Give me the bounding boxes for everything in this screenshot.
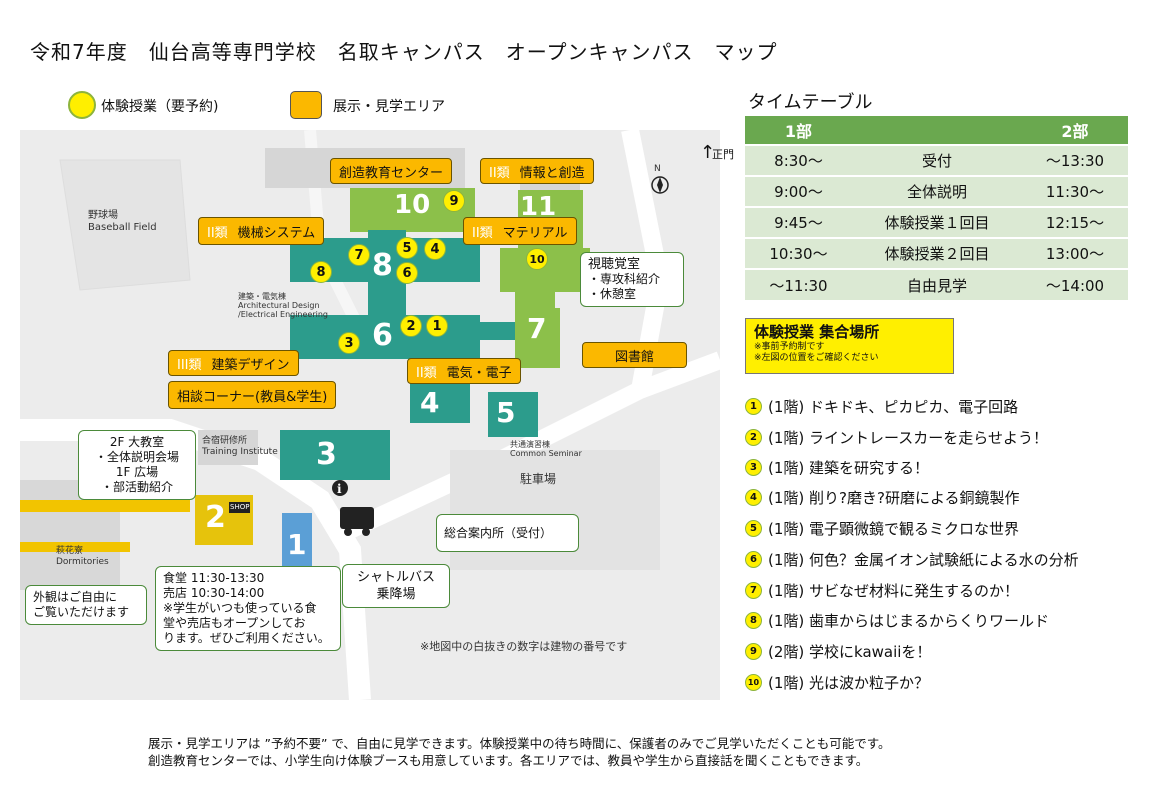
tag-library: 図書館 <box>582 342 687 368</box>
table-row: 8:30〜受付〜13:30 <box>745 144 1128 176</box>
building-number: 7 <box>527 312 547 345</box>
shop-label: SHOP <box>229 502 251 513</box>
gate-label: 正門 <box>712 148 734 161</box>
list-item: 7(1階) サビなぜ材料に発生するのか！ <box>745 580 1019 601</box>
lesson-mark-6: 6 <box>396 262 418 284</box>
tag-electrical: II類電気・電子 <box>407 358 521 384</box>
tag-mechanical: II類機械システム <box>198 217 325 245</box>
building-number: 1 <box>287 528 307 561</box>
north-label: N <box>654 164 661 174</box>
lesson-mark-5: 5 <box>396 237 418 259</box>
footer-line: 創造教育センターでは、小学生向け体験ブースも用意しています。各エリアでは、教員や… <box>148 753 869 768</box>
lesson-mark-9: 9 <box>443 190 465 212</box>
building-number: 8 <box>372 248 393 283</box>
svg-text:i: i <box>337 482 342 496</box>
lesson-mark-10: 10 <box>526 248 548 270</box>
tag-creative-center: 創造教育センター <box>330 158 453 184</box>
hall-bubble: 2F 大教室 ・全体説明会場 1F 広場 ・部活動紹介 <box>78 430 196 500</box>
building-6 <box>290 315 480 359</box>
building-number: 5 <box>496 396 516 429</box>
av-room-bubble: 視聴覚室 ・専攻科紹介 ・休憩室 <box>580 252 684 307</box>
building-3 <box>280 430 390 480</box>
timetable-title: タイムテーブル <box>748 92 873 113</box>
tag-info: II類情報と創造 <box>480 158 594 184</box>
list-item: 3(1階) 建築を研究する！ <box>745 457 929 478</box>
lesson-mark-3: 3 <box>338 332 360 354</box>
tag-material: II類マテリアル <box>463 217 577 245</box>
building-number: 3 <box>316 437 337 472</box>
building-number: 4 <box>420 386 440 419</box>
list-item: 9(2階) 学校にkawaiiを！ <box>745 641 931 662</box>
lesson-mark-2: 2 <box>400 315 422 337</box>
tag-architecture: III類建築デザイン <box>168 350 299 376</box>
list-item: 5(1階) 電子顕微鏡で観るミクロな世界 <box>745 518 1019 539</box>
list-item: 8(1階) 歯車からはじまるからくりワールド <box>745 610 1049 631</box>
lesson-mark-8: 8 <box>310 261 332 283</box>
list-item: 4(1階) 削り?磨き?研磨による銅鏡製作 <box>745 487 1020 508</box>
list-item: 2(1階) ライントレースカーを走らせよう！ <box>745 427 1048 448</box>
lesson-mark-1: 1 <box>426 315 448 337</box>
building-5 <box>488 392 538 437</box>
parking-label: 駐車場 <box>520 472 557 486</box>
list-item: 10(1階) 光は波か粒子か？ <box>745 672 929 693</box>
lesson-mark-7: 7 <box>348 244 370 266</box>
dorm-bubble: 外観はご自由に ご覧いただけます <box>25 585 147 625</box>
map-note: ※地図中の白抜きの数字は建物の番号です <box>420 640 628 653</box>
gather-title: 体験授業 集合場所 <box>754 323 880 341</box>
lesson-mark-4: 4 <box>424 238 446 260</box>
list-item: 1(1階) ドキドキ、ピカピカ、電子回路 <box>745 396 1018 417</box>
gather-note: ※左図の位置をご確認ください <box>754 353 879 363</box>
gather-note: ※事前予約制です <box>754 342 825 352</box>
shuttle-bubble: シャトルバス 乗降場 <box>342 564 450 608</box>
lesson-legend-icon <box>68 91 96 119</box>
building-number: 6 <box>372 318 393 353</box>
exhibit-legend-label: 展示・見学エリア <box>333 99 445 115</box>
building-7 <box>515 308 560 368</box>
gate-arrow-icon: ↑ <box>700 142 716 163</box>
building-4 <box>410 383 470 423</box>
canteen-bubble: 食堂 11:30-13:30 売店 10:30-14:00 ※学生がいつも使って… <box>155 566 341 651</box>
footer-line: 展示・見学エリアは ”予約不要” で、自由に見学できます。体験授業中の待ち時間に… <box>148 736 891 751</box>
page-title: 令和7年度 仙台高等専門学校 名取キャンパス オープンキャンパス マップ <box>30 40 778 64</box>
building-number: 2 <box>205 500 226 535</box>
lesson-legend-label: 体験授業（要予約) <box>101 99 219 115</box>
building-number: 10 <box>394 190 431 220</box>
list-item: 6(1階) 何色？金属イオン試験紙による水の分析 <box>745 549 1079 570</box>
info-desk-bubble: 総合案内所（受付） <box>436 514 579 552</box>
exhibit-legend-icon <box>290 91 322 119</box>
gather-box: 体験授業 集合場所 ※事前予約制です ※左図の位置をご確認ください <box>745 318 954 374</box>
tag-consult: 相談コーナー(教員&学生) <box>168 381 337 409</box>
